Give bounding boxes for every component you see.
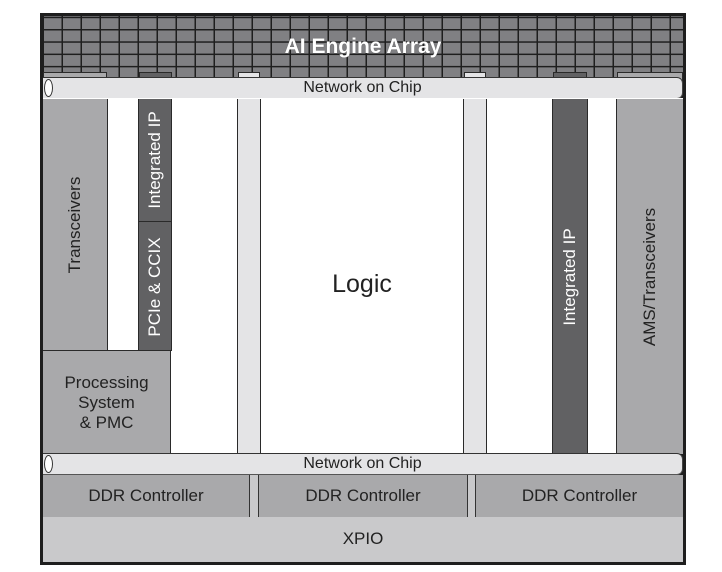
ddr-controller-2: DDR Controller xyxy=(258,475,468,518)
ams-transceivers-block: AMS/Transceivers xyxy=(616,99,683,454)
ddr-controller-1: DDR Controller xyxy=(43,475,250,518)
pale-column-right xyxy=(463,99,487,454)
processing-system-pmc-block: Processing System & PMC xyxy=(43,350,171,454)
ams-transceivers-cap xyxy=(617,72,683,80)
xpio-block: XPIO xyxy=(43,517,683,562)
integrated-ip-right-block: Integrated IP xyxy=(552,99,588,454)
transceivers-left-label: Transceivers xyxy=(65,176,84,274)
network-on-chip-bottom: Network on Chip xyxy=(43,453,683,475)
integrated-ip-left-cap xyxy=(139,72,172,80)
ps-label-line-3: & PMC xyxy=(79,413,134,432)
noc-cylinder-end-icon xyxy=(44,455,53,473)
ddr-controller-3: DDR Controller xyxy=(475,475,683,518)
noc-top-label: Network on Chip xyxy=(303,79,422,96)
ai-engine-array-label: AI Engine Array xyxy=(284,35,442,58)
integrated-ip-left-label: Integrated IP xyxy=(145,111,164,209)
transceivers-left-block: Transceivers xyxy=(43,99,108,351)
pale-column-left-cap xyxy=(238,72,260,80)
pale-column-left xyxy=(237,99,261,454)
network-on-chip-top: Network on Chip xyxy=(43,77,683,99)
noc-bottom-label: Network on Chip xyxy=(303,455,422,472)
integrated-ip-left-block: Integrated IP xyxy=(138,99,172,222)
noc-cylinder-end-icon xyxy=(44,79,53,97)
ps-label-line-2: System xyxy=(78,393,135,412)
ai-engine-array-grid xyxy=(43,16,683,78)
pale-column-right-cap xyxy=(464,72,486,80)
logic-label: Logic xyxy=(332,270,392,298)
ams-transceivers-label: AMS/Transceivers xyxy=(640,207,659,346)
transceivers-cap xyxy=(43,72,107,80)
pcie-ccix-label: PCIe & CCIX xyxy=(145,236,164,337)
integrated-ip-right-cap xyxy=(553,72,587,80)
integrated-ip-right-label: Integrated IP xyxy=(560,227,579,326)
pcie-ccix-block: PCIe & CCIX xyxy=(138,222,172,351)
ps-label-line-1: Processing xyxy=(64,373,149,392)
